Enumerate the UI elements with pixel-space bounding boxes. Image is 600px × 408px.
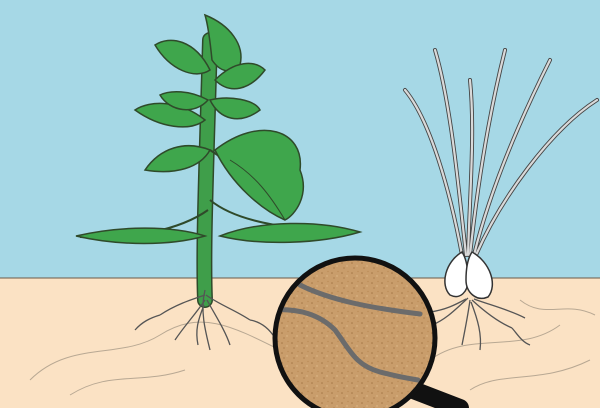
illustration bbox=[0, 0, 600, 408]
